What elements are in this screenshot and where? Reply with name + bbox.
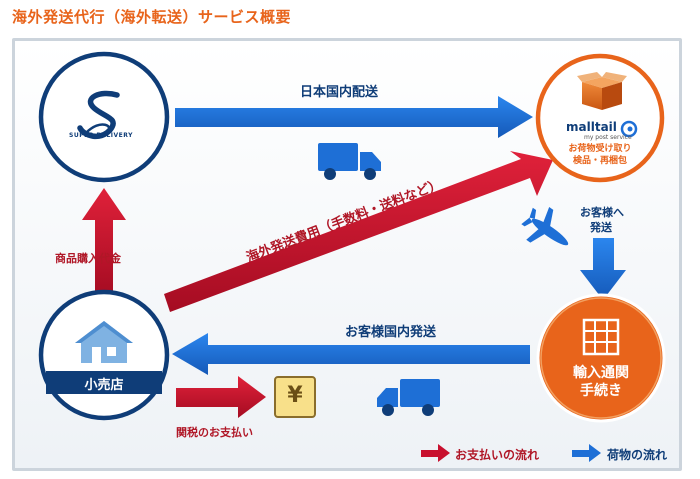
customs-label-line2: 手続き — [580, 383, 622, 399]
legend-payment-arrow — [421, 444, 450, 462]
truck-icon — [377, 379, 440, 416]
arrow-domestic-jp — [175, 96, 533, 138]
malltail-desc-line2: 検品・再梱包 — [572, 156, 627, 166]
label-customer-domestic: お客様国内発送 — [345, 325, 437, 340]
arrow-overseas-fee — [164, 151, 553, 312]
malltail-swirl-icon — [620, 120, 638, 138]
truck-icon — [318, 143, 381, 180]
malltail-brand: malltail — [566, 120, 617, 134]
building-icon — [582, 318, 620, 356]
retailer-label: 小売店 — [84, 378, 124, 393]
yen-symbol: ¥ — [287, 383, 303, 408]
label-tax-payment: 関税のお支払い — [176, 426, 253, 439]
package-box-icon — [577, 72, 627, 110]
legend-payment-label: お支払いの流れ — [455, 448, 540, 462]
airplane-icon — [521, 207, 569, 246]
node-retailer — [38, 289, 170, 421]
customs-label-line1: 輸入通関 — [573, 365, 629, 381]
super-delivery-logo-text: SUPER DELIVERY — [69, 132, 133, 139]
malltail-desc-line1: お荷物受け取り — [568, 144, 632, 154]
node-customs — [536, 293, 666, 423]
house-icon — [75, 321, 133, 363]
arrow-customer-domestic — [172, 333, 530, 375]
arrow-to-customer — [580, 238, 626, 300]
label-to-customer-line2: 発送 — [590, 221, 612, 234]
label-domestic-jp: 日本国内配送 — [300, 85, 379, 100]
legend-goods-arrow — [572, 444, 601, 462]
label-purchase-payment: 商品購入代金 — [55, 252, 121, 265]
yen-box — [274, 376, 316, 418]
super-delivery-logo-icon — [77, 90, 120, 140]
label-to-customer-line1: お客様へ — [580, 206, 624, 219]
legend-goods-label: 荷物の流れ — [607, 448, 668, 462]
arrow-purchase-payment — [82, 188, 126, 296]
page-title: 海外発送代行（海外転送）サービス概要 — [12, 8, 292, 26]
node-super-delivery — [38, 51, 170, 183]
arrow-tax-payment — [176, 376, 266, 418]
node-malltail — [535, 53, 665, 183]
malltail-tagline: my post service — [584, 134, 632, 141]
